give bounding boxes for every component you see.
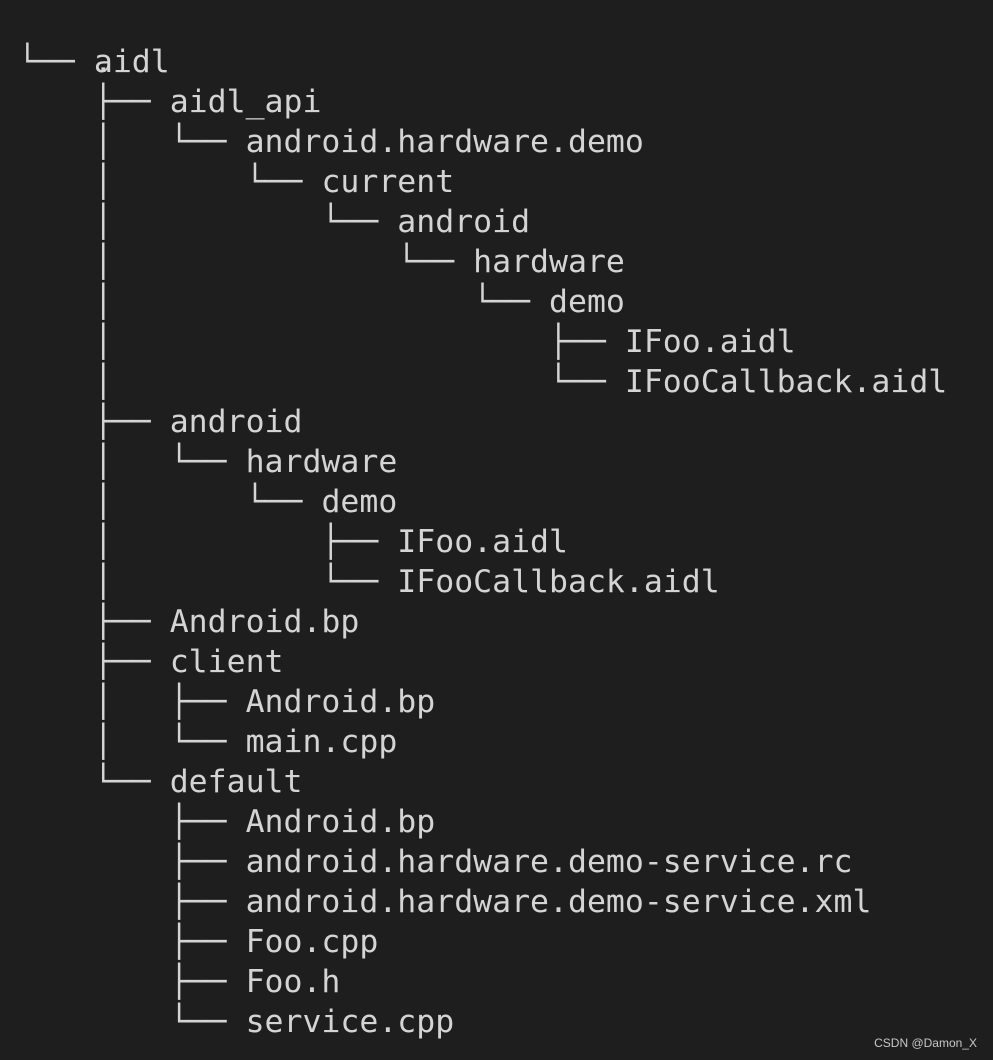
tree-node-name: android.hardware.demo-service.xml	[245, 884, 872, 920]
tree-branch-lines: │ ├──	[18, 524, 398, 560]
tree-node-name: IFooCallback.aidl	[397, 564, 720, 600]
tree-rows: └── aidl ├── aidl_api │ └── android.hard…	[18, 42, 947, 1042]
tree-node-name: demo	[321, 484, 398, 520]
tree-row: │ └── hardware	[18, 442, 947, 482]
tree-branch-lines: │ └──	[18, 244, 474, 280]
tree-node-name: current	[321, 164, 455, 200]
tree-branch-lines: └──	[18, 44, 94, 80]
tree-node-name: Android.bp	[245, 684, 436, 720]
tree-branch-lines: └──	[18, 1004, 246, 1040]
tree-node-name: hardware	[473, 244, 625, 280]
tree-row: ├── Android.bp	[18, 602, 947, 642]
tree-node-name: IFoo.aidl	[624, 324, 796, 360]
tree-branch-lines: │ └──	[18, 444, 246, 480]
tree-node-name: Foo.cpp	[245, 924, 379, 960]
tree-branch-lines: ├──	[18, 404, 170, 440]
tree-branch-lines: │ └──	[18, 364, 625, 400]
tree-row: │ ├── Android.bp	[18, 682, 947, 722]
root-dot: .	[93, 44, 113, 80]
tree-row: │ └── demo	[18, 482, 947, 522]
tree-row: │ └── android.hardware.demo	[18, 122, 947, 162]
tree-root: .	[18, 2, 947, 80]
tree-branch-lines: ├──	[18, 924, 246, 960]
tree-branch-lines: │ ├──	[18, 324, 625, 360]
tree-node-name: android.hardware.demo	[245, 124, 644, 160]
tree-row: ├── aidl_api	[18, 82, 947, 122]
tree-node-name: android	[169, 404, 303, 440]
tree-row: │ ├── IFoo.aidl	[18, 522, 947, 562]
tree-row: ├── android	[18, 402, 947, 442]
tree-node-name: service.cpp	[245, 1004, 455, 1040]
tree-node-name: Foo.h	[245, 964, 341, 1000]
tree-row: └── aidl	[18, 42, 947, 82]
tree-row: │ └── android	[18, 202, 947, 242]
tree-branch-lines: │ └──	[18, 484, 322, 520]
tree-node-name: Android.bp	[245, 804, 436, 840]
directory-tree: . └── aidl ├── aidl_api │ └── android.ha…	[18, 2, 947, 1042]
watermark: CSDN @Damon_X	[874, 1036, 977, 1050]
tree-node-name: default	[169, 764, 303, 800]
tree-branch-lines: │ └──	[18, 284, 550, 320]
tree-node-name: IFooCallback.aidl	[624, 364, 948, 400]
tree-node-name: IFoo.aidl	[397, 524, 568, 560]
tree-row: │ ├── IFoo.aidl	[18, 322, 947, 362]
tree-row: ├── android.hardware.demo-service.rc	[18, 842, 947, 882]
tree-row: ├── Android.bp	[18, 802, 947, 842]
tree-node-name: hardware	[245, 444, 398, 480]
tree-branch-lines: │ └──	[18, 124, 246, 160]
tree-row: └── default	[18, 762, 947, 802]
tree-branch-lines: │ └──	[18, 564, 398, 600]
tree-branch-lines: ├──	[18, 604, 170, 640]
tree-row: │ └── demo	[18, 282, 947, 322]
tree-branch-lines: │ ├──	[18, 684, 246, 720]
tree-node-name: android	[397, 204, 531, 240]
tree-row: ├── client	[18, 642, 947, 682]
tree-branch-lines: ├──	[18, 804, 246, 840]
tree-row: │ └── IFooCallback.aidl	[18, 562, 947, 602]
tree-row: ├── Foo.h	[18, 962, 947, 1002]
tree-branch-lines: └──	[18, 764, 170, 800]
tree-node-name: demo	[549, 284, 625, 320]
tree-node-name: aidl	[93, 44, 170, 80]
tree-row: └── service.cpp	[18, 1002, 947, 1042]
tree-node-name: client	[169, 644, 284, 680]
tree-branch-lines: ├──	[18, 84, 170, 120]
tree-row: │ └── main.cpp	[18, 722, 947, 762]
tree-row: │ └── current	[18, 162, 947, 202]
tree-node-name: Android.bp	[169, 604, 360, 640]
tree-node-name: aidl_api	[169, 84, 322, 120]
tree-node-name: android.hardware.demo-service.rc	[245, 844, 853, 880]
tree-row: ├── Foo.cpp	[18, 922, 947, 962]
tree-row: │ └── IFooCallback.aidl	[18, 362, 947, 402]
tree-branch-lines: │ └──	[18, 724, 246, 760]
tree-branch-lines: ├──	[18, 964, 246, 1000]
tree-branch-lines: ├──	[18, 884, 246, 920]
tree-branch-lines: │ └──	[18, 164, 322, 200]
tree-branch-lines: │ └──	[18, 204, 398, 240]
tree-row: │ └── hardware	[18, 242, 947, 282]
tree-branch-lines: ├──	[18, 644, 170, 680]
tree-row: ├── android.hardware.demo-service.xml	[18, 882, 947, 922]
tree-branch-lines: ├──	[18, 844, 246, 880]
tree-node-name: main.cpp	[245, 724, 398, 760]
